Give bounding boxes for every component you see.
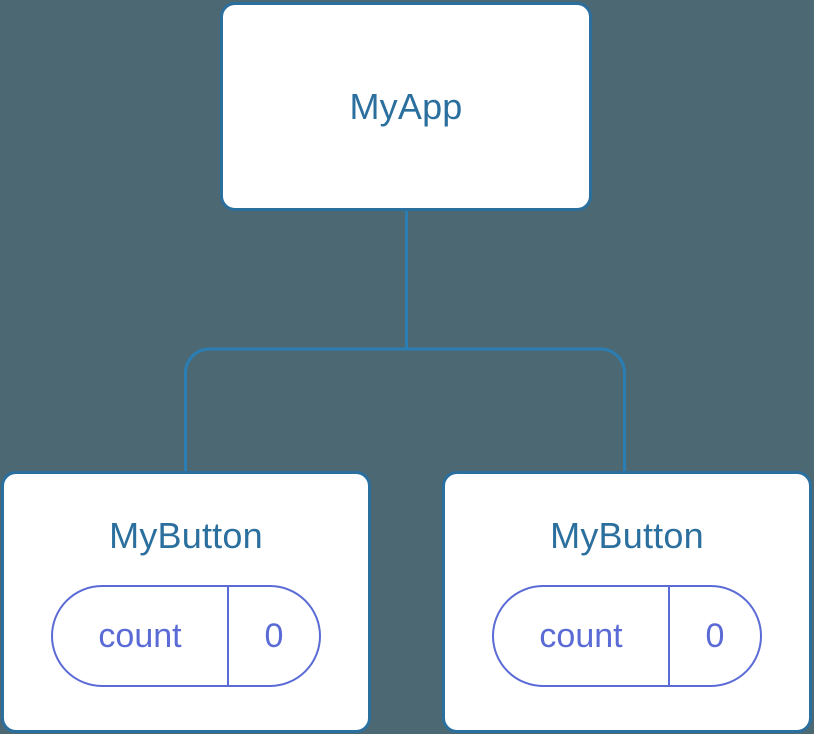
state-pill-1[interactable]: count 0 <box>51 585 321 687</box>
state-pill-2-value: 0 <box>705 617 725 655</box>
state-pill-1-divider <box>227 587 229 685</box>
connector-branch-left <box>184 347 407 472</box>
state-pill-1-key: count <box>98 617 182 655</box>
node-myapp-title: MyApp <box>349 85 463 127</box>
node-mybutton-1-title: MyButton <box>109 515 263 556</box>
node-mybutton-1[interactable]: MyButton count 0 <box>1 471 371 733</box>
state-pill-2[interactable]: count 0 <box>492 585 762 687</box>
state-pill-2-key: count <box>539 617 623 655</box>
node-myapp[interactable]: MyApp <box>220 2 592 211</box>
node-mybutton-2-title: MyButton <box>550 515 704 556</box>
state-pill-2-divider <box>668 587 670 685</box>
node-mybutton-2[interactable]: MyButton count 0 <box>442 471 812 733</box>
connector-branch-right <box>406 347 626 472</box>
state-pill-1-value: 0 <box>264 617 284 655</box>
